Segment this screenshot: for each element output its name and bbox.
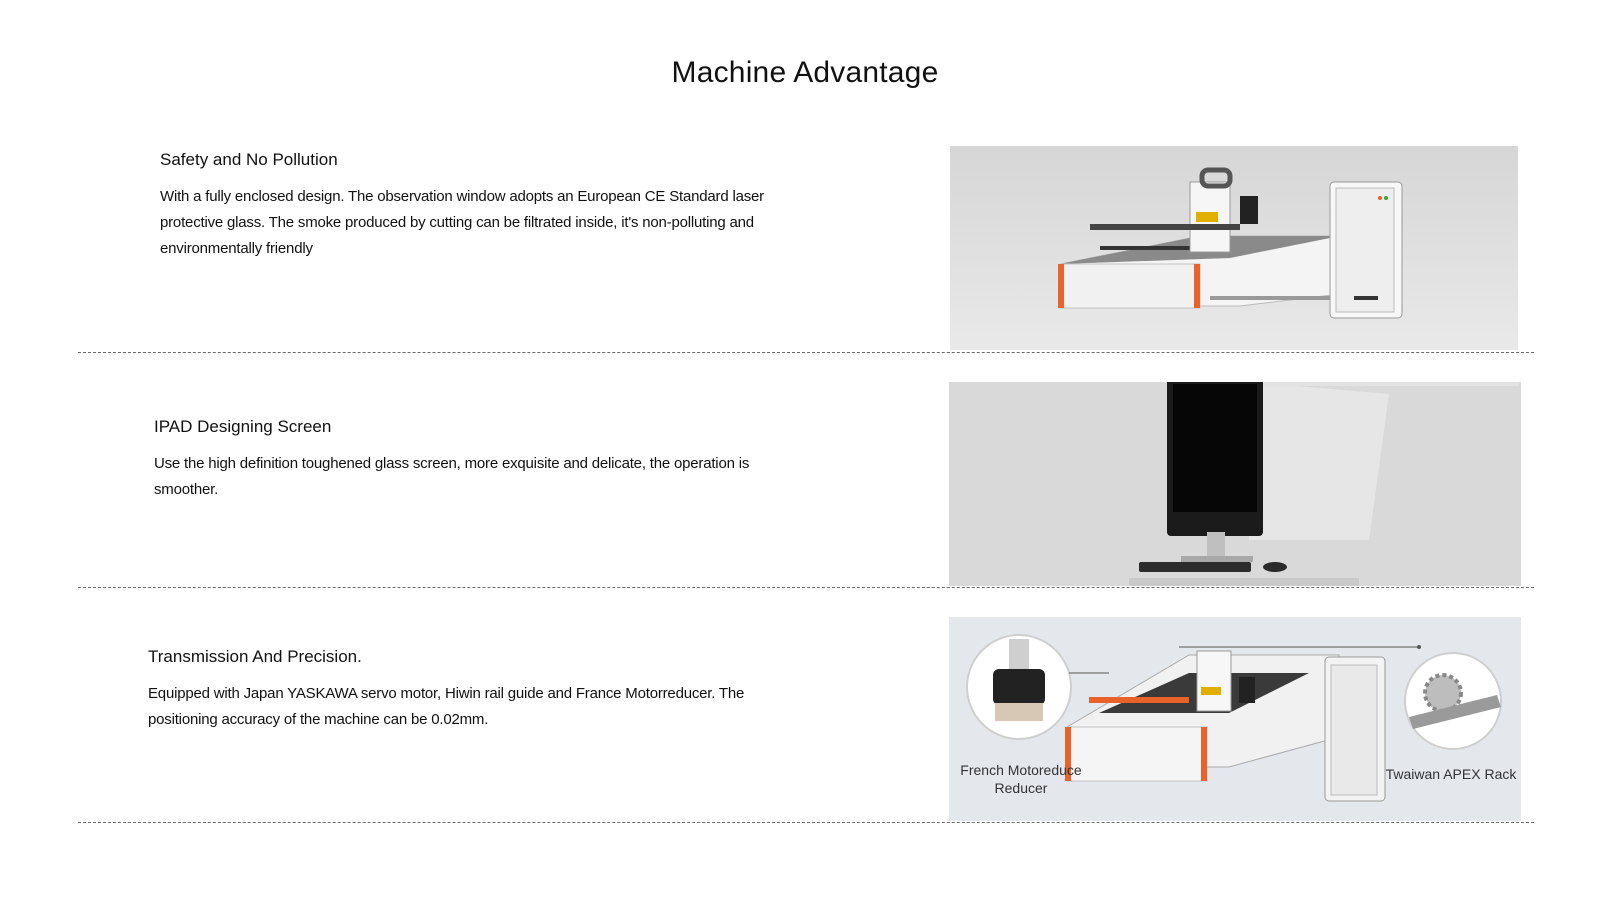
- control-screen-illustration: [949, 382, 1521, 586]
- section-heading: Safety and No Pollution: [160, 150, 338, 169]
- section-divider: [78, 822, 1534, 823]
- screen-image-panel: [949, 382, 1521, 586]
- section-description: With a fully enclosed design. The observ…: [160, 188, 764, 257]
- section-text: Safety and No Pollution With a fully enc…: [160, 150, 770, 262]
- transmission-illustration: French Motoreduce Reducer Twaiwan APEX R…: [949, 617, 1521, 821]
- section-divider: [78, 352, 1534, 353]
- section-heading: Transmission And Precision.: [148, 647, 362, 666]
- section-description: Use the high definition toughened glass …: [154, 455, 750, 498]
- section-divider: [78, 587, 1534, 588]
- motor-reducer-label-line2: Reducer: [995, 780, 1048, 796]
- machine-image-panel: [950, 146, 1518, 350]
- section-text: Transmission And Precision. Equipped wit…: [148, 647, 768, 733]
- motor-reducer-label-line1: French Motoreduce: [960, 762, 1082, 778]
- section-description: Equipped with Japan YASKAWA servo motor,…: [148, 685, 745, 728]
- section-text: IPAD Designing Screen Use the high defin…: [154, 417, 764, 503]
- page-title: Machine Advantage: [671, 56, 939, 89]
- rack-label: Twaiwan APEX Rack: [1386, 766, 1518, 782]
- transmission-image-panel: French Motoreduce Reducer Twaiwan APEX R…: [949, 617, 1521, 821]
- section-heading: IPAD Designing Screen: [154, 417, 332, 436]
- laser-cutter-illustration: [950, 146, 1518, 350]
